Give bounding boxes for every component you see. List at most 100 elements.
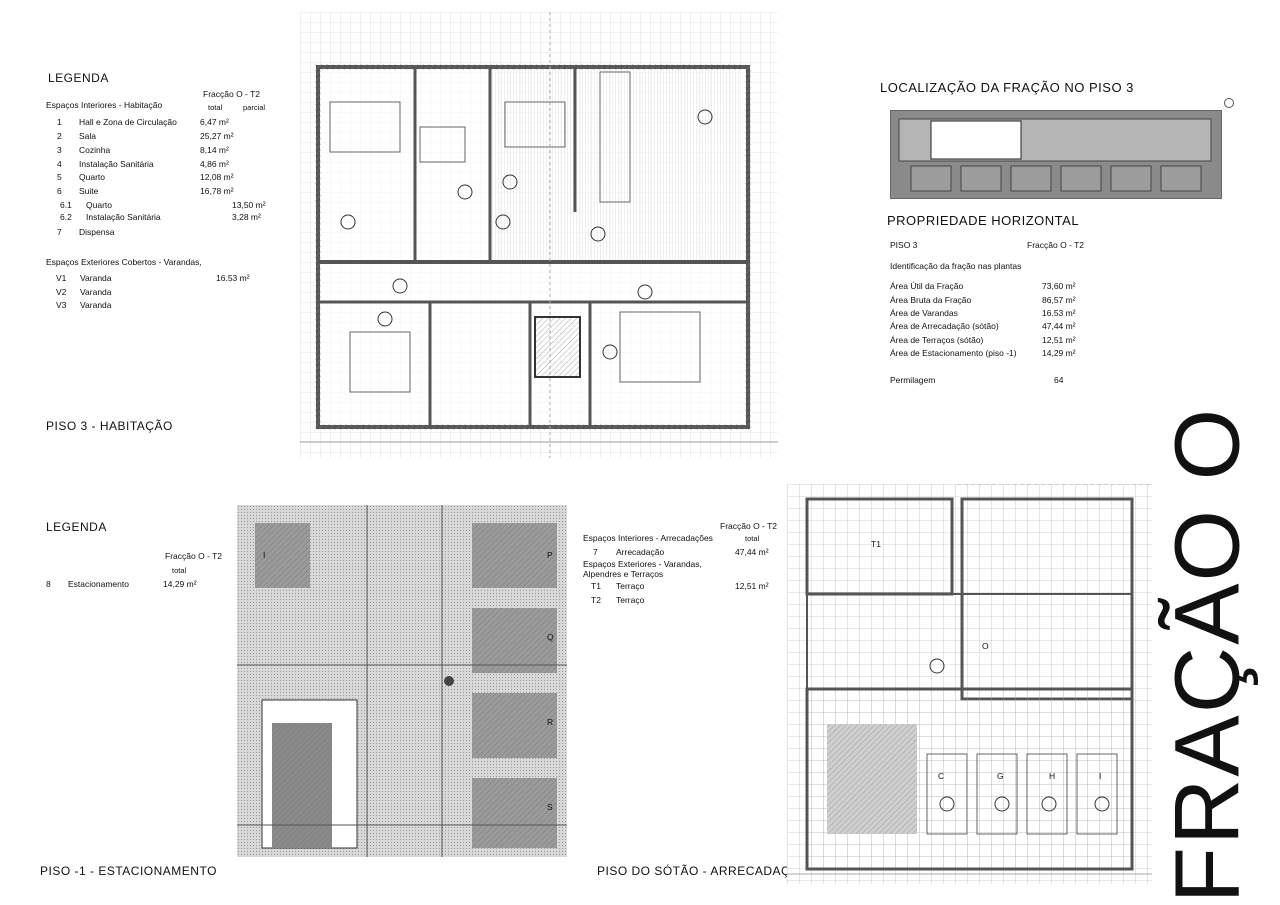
unit-header-piso3: Fracção O - T2 <box>203 89 260 99</box>
legend-t2-num: T2 <box>591 595 601 605</box>
propriedade-title: PROPRIEDADE HORIZONTAL <box>887 213 1080 228</box>
legend-item-name: Dispensa <box>79 227 115 237</box>
propriedade-row-label: Área Útil da Fração <box>890 281 964 291</box>
legend-title-piso-1: LEGENDA <box>46 520 107 534</box>
unit-header-piso-1: Fracção O - T2 <box>165 551 222 561</box>
parking-label-p: P <box>547 550 553 560</box>
plan-title-piso-1: PISO -1 - ESTACIONAMENTO <box>40 864 217 878</box>
legend-item-name: Hall e Zona de Circulação <box>79 117 177 127</box>
legend-item-num: 2 <box>57 131 62 141</box>
legend-item-name: Quarto <box>86 200 112 210</box>
parking-label-s: S <box>547 802 553 812</box>
legend-item-value: 4,86 m² <box>200 159 229 169</box>
sotao-label-t1: T1 <box>871 539 881 549</box>
sotao-label-o: O <box>982 641 989 651</box>
varanda-item-value: 16.53 m² <box>216 273 250 283</box>
plan-title-piso3: PISO 3 - HABITAÇÃO <box>46 419 173 433</box>
legend-item-num: 7 <box>57 227 62 237</box>
big-title: FRAÇÃO O <box>1156 406 1259 904</box>
legend-t1-name: Terraço <box>616 581 645 591</box>
legend-item-num: 3 <box>57 145 62 155</box>
varanda-item-name: Varanda <box>80 300 112 310</box>
legend-item-num: 1 <box>57 117 62 127</box>
legend-item-value: 12,08 m² <box>200 172 234 182</box>
group-exteriores-cobertos: Espaços Exteriores Cobertos - Varandas, <box>46 257 202 267</box>
floor-plan-sotao: T1 O C G H I <box>787 484 1152 884</box>
propriedade-row-value: 47,44 m² <box>1042 321 1076 331</box>
propriedade-row-value: 86,57 m² <box>1042 295 1076 305</box>
propriedade-row-value: 14,29 m² <box>1042 348 1076 358</box>
location-key-plan-drawing <box>891 111 1221 198</box>
propriedade-fraccao: Fracção O - T2 <box>1027 240 1084 250</box>
legend-t1-num: T1 <box>591 581 601 591</box>
plan-title-sotao: PISO DO SÓTÃO - ARRECADAÇÕES <box>597 864 818 878</box>
unit-header-sotao: Fracção O - T2 <box>720 521 777 531</box>
legend-item-8-num: 8 <box>46 579 51 589</box>
legend-item-7-name: Arrecadação <box>616 547 665 557</box>
group-interiores-arrecadacoes: Espaços Interiores - Arrecadações <box>583 533 713 543</box>
legend-item-num: 6.2 <box>60 212 72 222</box>
propriedade-row-label: Área de Varandas <box>890 308 958 318</box>
sotao-label-i: I <box>1099 771 1102 781</box>
col-parcial: parcial <box>243 103 266 112</box>
propriedade-piso: PISO 3 <box>890 240 918 250</box>
floor-plan-piso-1: I P Q R S <box>237 505 567 857</box>
legend-item-num: 6.1 <box>60 200 72 210</box>
col-total-piso-1: total <box>172 566 187 575</box>
propriedade-row-value: 73,60 m² <box>1042 281 1076 291</box>
varanda-item-num: V1 <box>56 273 67 283</box>
legend-item-value: 8,14 m² <box>200 145 229 155</box>
legend-item-7-num: 7 <box>593 547 598 557</box>
location-title: LOCALIZAÇÃO DA FRAÇÃO NO PISO 3 <box>880 80 1134 95</box>
propriedade-row-value: 12,51 m² <box>1042 335 1076 345</box>
legend-item-8-value: 14,29 m² <box>163 579 197 589</box>
legend-item-name: Cozinha <box>79 145 111 155</box>
propriedade-row-label: Área Bruta da Fração <box>890 295 972 305</box>
varanda-item-num: V2 <box>56 287 67 297</box>
parking-label-r: R <box>547 717 554 727</box>
floor-plan-piso3-drawing <box>300 12 778 458</box>
col-total: total <box>208 103 223 112</box>
legend-item-value: 16,78 m² <box>200 186 234 196</box>
legend-item-name: Suite <box>79 186 99 196</box>
parking-label-i: I <box>263 550 266 560</box>
legend-item-num: 6 <box>57 186 62 196</box>
permilagem-value: 64 <box>1054 375 1064 385</box>
varanda-item-num: V3 <box>56 300 67 310</box>
floor-plan-sotao-drawing <box>787 484 1152 884</box>
floor-plan-piso-1-drawing <box>237 505 567 857</box>
group-exteriores-sotao-b: Alpendres e Terraços <box>583 569 664 579</box>
big-title-container: FRAÇÃO O <box>1157 407 1259 903</box>
north-arrow-icon <box>1224 98 1234 108</box>
legend-t2-name: Terraço <box>616 595 645 605</box>
legend-item-num: 5 <box>57 172 62 182</box>
col-total-sotao: total <box>745 534 760 543</box>
legend-item-value: 6,47 m² <box>200 117 229 127</box>
legend-item-value: 3,28 m² <box>232 212 261 222</box>
propriedade-row-label: Área de Arrecadação (sótão) <box>890 321 999 331</box>
legend-item-num: 4 <box>57 159 62 169</box>
group-exteriores-sotao-a: Espaços Exteriores - Varandas, <box>583 559 702 569</box>
propriedade-row-label: Área de Estacionamento (piso -1) <box>890 348 1017 358</box>
propriedade-row-value: 16.53 m² <box>1042 308 1076 318</box>
legend-item-name: Sala <box>79 131 97 141</box>
legend-item-value: 13,50 m² <box>232 200 266 210</box>
sotao-label-c: C <box>938 771 945 781</box>
legend-item-name: Instalação Sanitária <box>86 212 161 222</box>
varanda-item-name: Varanda <box>80 287 112 297</box>
legend-item-7-value: 47,44 m² <box>735 547 769 557</box>
sotao-label-h: H <box>1049 771 1056 781</box>
floor-plan-piso3 <box>300 12 778 458</box>
varanda-item-name: Varanda <box>80 273 112 283</box>
propriedade-row-label: Área de Terraços (sótão) <box>890 335 984 345</box>
permilagem-label: Permilagem <box>890 375 936 385</box>
location-key-plan <box>890 110 1222 199</box>
sotao-label-g: G <box>997 771 1004 781</box>
legend-item-value: 25,27 m² <box>200 131 234 141</box>
legend-item-name: Instalação Sanitária <box>79 159 154 169</box>
legend-item-name: Quarto <box>79 172 105 182</box>
propriedade-ident: Identificação da fração nas plantas <box>890 261 1022 271</box>
parking-label-q: Q <box>547 632 554 642</box>
group-interiores-habitacao: Espaços Interiores - Habitação <box>46 100 163 110</box>
legend-title-piso3: LEGENDA <box>48 71 109 85</box>
